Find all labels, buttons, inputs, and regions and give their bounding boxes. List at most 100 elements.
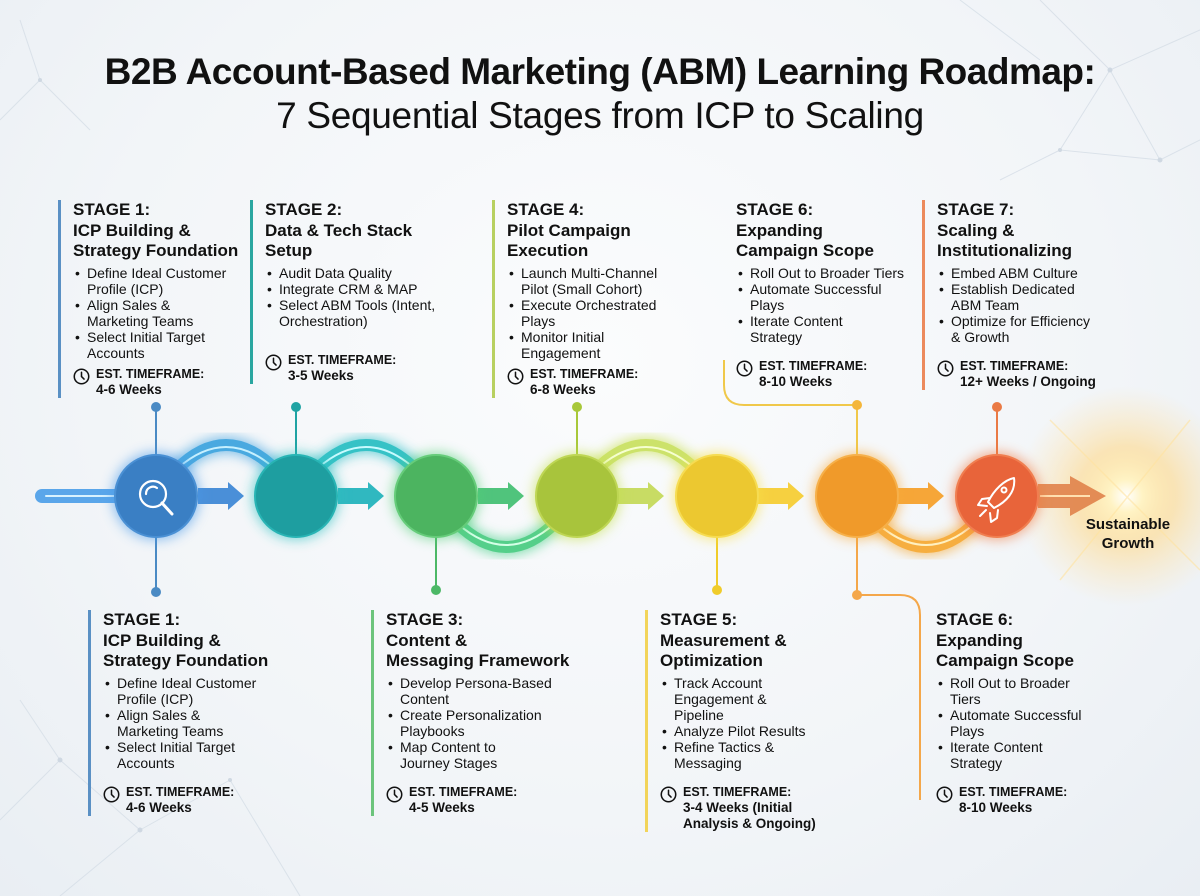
bullet-item: Analyze Pilot Results bbox=[662, 723, 834, 739]
stage-title-line1: Measurement & bbox=[660, 630, 787, 650]
bullet-item: Automate Successful Plays bbox=[738, 281, 900, 313]
stage-5-node[interactable] bbox=[675, 454, 759, 538]
stage-bullets: Launch Multi-Channel Pilot (Small Cohort… bbox=[507, 265, 681, 361]
timeframe-label: EST. TIMEFRAME: bbox=[288, 352, 397, 367]
stage-number: STAGE 3: bbox=[386, 610, 464, 629]
stage-title-line1: ICP Building & bbox=[73, 220, 191, 240]
stage-bullets: Define Ideal Customer Profile (ICP) Alig… bbox=[103, 675, 277, 771]
stage-title-line1: Pilot Campaign bbox=[507, 220, 631, 240]
timeframe-value: 3-4 Weeks (Initial Analysis & Ongoing) bbox=[683, 799, 816, 831]
timeframe-value: 4-6 Weeks bbox=[126, 799, 192, 815]
clock-icon bbox=[386, 786, 403, 803]
stage-bullets: Roll Out to Broader Tiers Automate Succe… bbox=[936, 675, 1100, 771]
timeframe: EST. TIMEFRAME: 4-6 Weeks bbox=[73, 367, 247, 398]
bullet-item: Iterate Content Strategy bbox=[738, 313, 860, 345]
timeframe-value: 12+ Weeks / Ongoing bbox=[960, 373, 1096, 389]
bottom-stage-6-card: STAGE 6: Expanding Campaign Scope Roll O… bbox=[921, 610, 1100, 816]
bullet-item: Optimize for Efficiency & Growth bbox=[939, 313, 1091, 345]
stage-1-node[interactable] bbox=[114, 454, 198, 538]
timeframe-label: EST. TIMEFRAME: bbox=[959, 784, 1068, 799]
stage-6-node[interactable] bbox=[815, 454, 899, 538]
timeframe-label: EST. TIMEFRAME: bbox=[409, 784, 518, 799]
bullet-item: Embed ABM Culture bbox=[939, 265, 1111, 281]
sun-glow bbox=[1016, 386, 1200, 606]
end-label-sustainable-growth: Sustainable Growth bbox=[1078, 515, 1178, 553]
end-label-line1: Sustainable bbox=[1085, 516, 1171, 533]
stage-number: STAGE 5: bbox=[660, 610, 738, 629]
timeframe: EST. TIMEFRAME: 8-10 Weeks bbox=[736, 359, 925, 390]
page-title: B2B Account-Based Marketing (ABM) Learni… bbox=[104, 51, 1096, 92]
search-icon bbox=[138, 479, 174, 516]
stage-number: STAGE 1: bbox=[103, 610, 181, 629]
bottom-stage-1-card: STAGE 1: ICP Building & Strategy Foundat… bbox=[88, 610, 277, 816]
bullet-item: Align Sales & Marketing Teams bbox=[75, 297, 217, 329]
clock-icon bbox=[507, 368, 524, 385]
stage-title-line2: Strategy Foundation bbox=[103, 651, 269, 670]
bottom-connectors bbox=[151, 535, 921, 800]
stage-4-node[interactable] bbox=[535, 454, 619, 538]
top-stage-2-card: STAGE 2: Data & Tech Stack Setup Audit D… bbox=[250, 200, 449, 384]
stage-7-node[interactable] bbox=[955, 454, 1039, 538]
bullet-item: Develop Persona-Based Content bbox=[388, 675, 575, 707]
stage-title-line2: Campaign Scope bbox=[736, 241, 874, 260]
stage-bullets: Define Ideal Customer Profile (ICP) Alig… bbox=[73, 265, 247, 361]
stage-bullets: Track Account Engagement & Pipeline Anal… bbox=[660, 675, 834, 771]
sun-rays bbox=[1049, 419, 1200, 581]
timeframe-label: EST. TIMEFRAME: bbox=[759, 358, 868, 373]
bullet-item: Track Account Engagement & Pipeline bbox=[662, 675, 784, 723]
timeframe-label: EST. TIMEFRAME: bbox=[683, 784, 792, 799]
bullet-item: Establish Dedicated ABM Team bbox=[939, 281, 1091, 313]
bullet-item: Select Initial Target Accounts bbox=[75, 329, 247, 361]
timeframe-label: EST. TIMEFRAME: bbox=[126, 784, 235, 799]
stage-title-line2: Institutionalizing bbox=[937, 241, 1073, 260]
stage-3-node[interactable] bbox=[394, 454, 478, 538]
stage-2-node[interactable] bbox=[254, 454, 338, 538]
bullet-item: Iterate Content Strategy bbox=[938, 739, 1060, 771]
timeframe: EST. TIMEFRAME: 3-5 Weeks bbox=[265, 353, 449, 384]
timeframe-label: EST. TIMEFRAME: bbox=[96, 366, 205, 381]
stage-title-line1: Expanding bbox=[736, 220, 823, 240]
bullet-item: Launch Multi-Channel Pilot (Small Cohort… bbox=[509, 265, 681, 297]
timeframe-value: 4-6 Weeks bbox=[96, 381, 162, 397]
flow-tubes bbox=[32, 437, 984, 555]
stage-title-line2: Campaign Scope bbox=[936, 651, 1074, 670]
top-stage-4-card: STAGE 4: Pilot Campaign Execution Launch… bbox=[492, 200, 681, 398]
bullet-item: Roll Out to Broader Tiers bbox=[938, 675, 1075, 707]
stage-title-line2: Execution bbox=[507, 241, 589, 260]
bullet-item: Refine Tactics & Messaging bbox=[662, 739, 794, 771]
bullet-item: Roll Out to Broader Tiers bbox=[738, 265, 925, 281]
bullet-item: Audit Data Quality bbox=[267, 265, 449, 281]
bottom-stage-3-card: STAGE 3: Content & Messaging Framework D… bbox=[371, 610, 575, 816]
bullet-item: Automate Successful Plays bbox=[938, 707, 1100, 739]
page-subtitle: 7 Sequential Stages from ICP to Scaling bbox=[276, 95, 924, 136]
page-header: B2B Account-Based Marketing (ABM) Learni… bbox=[0, 50, 1200, 138]
timeframe-value: 8-10 Weeks bbox=[959, 799, 1033, 815]
stage-title-line2: Messaging Framework bbox=[386, 651, 570, 670]
bullet-item: Define Ideal Customer Profile (ICP) bbox=[75, 265, 247, 297]
clock-icon bbox=[936, 786, 953, 803]
bullet-item: Align Sales & Marketing Teams bbox=[105, 707, 247, 739]
timeframe-label: EST. TIMEFRAME: bbox=[530, 366, 639, 381]
timeframe-label: EST. TIMEFRAME: bbox=[960, 358, 1069, 373]
end-label-line2: Growth bbox=[1101, 535, 1155, 552]
timeframe-value: 6-8 Weeks bbox=[530, 381, 596, 397]
timeframe: EST. TIMEFRAME: 4-5 Weeks bbox=[386, 785, 575, 816]
stage-title-line1: Content & bbox=[386, 630, 468, 650]
stage-number: STAGE 7: bbox=[937, 200, 1015, 219]
top-stage-1-card: STAGE 1: ICP Building & Strategy Foundat… bbox=[58, 200, 247, 398]
stage-title-line1: Scaling & bbox=[937, 220, 1015, 240]
stage-bullets: Embed ABM Culture Establish Dedicated AB… bbox=[937, 265, 1111, 345]
stage-number: STAGE 1: bbox=[73, 200, 151, 219]
timeframe-value: 3-5 Weeks bbox=[288, 367, 354, 383]
stage-title-line2: Optimization bbox=[660, 651, 763, 670]
stage-title-line2: Setup bbox=[265, 241, 313, 260]
stage-number: STAGE 6: bbox=[736, 200, 814, 219]
clock-icon bbox=[736, 360, 753, 377]
timeframe: EST. TIMEFRAME: 4-6 Weeks bbox=[103, 785, 277, 816]
timeframe: EST. TIMEFRAME: 12+ Weeks / Ongoing bbox=[937, 359, 1111, 390]
bullet-item: Monitor Initial Engagement bbox=[509, 329, 641, 361]
bullet-item: Select Initial Target Accounts bbox=[105, 739, 277, 771]
bottom-stage-5-card: STAGE 5: Measurement & Optimization Trac… bbox=[645, 610, 834, 832]
top-stage-6-card: STAGE 6: Expanding Campaign Scope Roll O… bbox=[721, 200, 925, 390]
